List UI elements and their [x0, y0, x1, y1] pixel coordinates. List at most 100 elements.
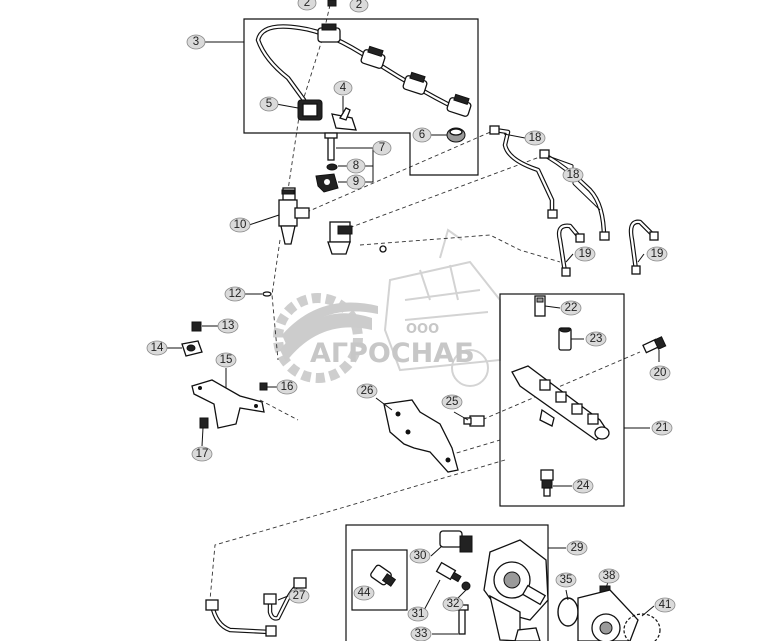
svg-text:29: 29: [571, 542, 584, 554]
svg-text:44: 44: [358, 587, 371, 599]
gear-cover-41: [577, 589, 661, 641]
watermark: ООО АГРОСНАБ: [273, 228, 501, 387]
svg-text:27: 27: [293, 590, 306, 602]
sleeve-23: [558, 327, 572, 351]
bracket-26: [383, 399, 459, 473]
bolt-13: [191, 321, 202, 332]
group-frames: [243, 18, 625, 641]
bolt-20: [642, 336, 667, 354]
pipe-nuts: [489, 125, 659, 277]
harness-connector-1: [317, 23, 341, 43]
callout-19a: 19: [574, 246, 596, 262]
callout-2a: 2: [297, 0, 317, 11]
svg-text:9: 9: [353, 176, 359, 188]
svg-text:22: 22: [565, 302, 578, 314]
frame-sensor-44: [351, 549, 408, 611]
seal-12: [262, 291, 272, 297]
callouts: 2 2 3 4 5 6 7 8 9 10 12 13 14 15 16 17 1…: [146, 0, 676, 641]
callout-18b: 18: [562, 167, 584, 183]
svg-text:19: 19: [651, 248, 664, 260]
o-ring-35: [557, 597, 579, 627]
watermark-prefix: ООО: [406, 322, 439, 337]
fuel-pump-29: [483, 539, 549, 641]
svg-text:5: 5: [266, 98, 272, 110]
temperature-sensor-31: [435, 561, 462, 583]
svg-text:10: 10: [234, 219, 247, 231]
callout-13: 13: [217, 318, 239, 334]
callout-14: 14: [146, 340, 168, 356]
clip-14: [181, 340, 203, 357]
small-fitting: [379, 245, 387, 253]
callout-35: 35: [555, 572, 577, 588]
injector-wiring-harness: [255, 23, 472, 117]
callout-7: 7: [372, 140, 392, 156]
callout-27: 27: [288, 588, 310, 604]
svg-text:35: 35: [560, 574, 573, 586]
frame-injector-harness: [243, 18, 479, 176]
svg-text:12: 12: [229, 288, 242, 300]
callout-18a: 18: [524, 130, 546, 146]
bolt-16: [259, 382, 268, 391]
svg-text:41: 41: [659, 599, 672, 611]
callout-16: 16: [276, 379, 298, 395]
connector-plug-5: [297, 99, 323, 121]
callout-23: 23: [585, 331, 607, 347]
svg-text:30: 30: [414, 550, 427, 562]
svg-text:25: 25: [446, 396, 459, 408]
callout-22: 22: [560, 300, 582, 316]
callout-32: 32: [442, 596, 464, 612]
callout-21: 21: [651, 420, 673, 436]
svg-text:18: 18: [529, 132, 542, 144]
svg-text:4: 4: [340, 82, 347, 94]
pressure-valve-22: [534, 295, 546, 317]
callout-44: 44: [353, 585, 375, 601]
svg-text:21: 21: [656, 422, 669, 434]
frame-pump: [345, 524, 549, 641]
callout-31: 31: [407, 606, 429, 622]
svg-text:7: 7: [379, 142, 385, 154]
svg-text:20: 20: [654, 367, 667, 379]
harness-clip-4: [331, 107, 357, 131]
svg-text:31: 31: [412, 608, 425, 620]
svg-text:32: 32: [447, 598, 460, 610]
metering-valve-30: [439, 530, 473, 553]
screw-2: [327, 0, 337, 7]
assembly-lines: [209, 4, 641, 601]
grommet-6: [446, 127, 466, 143]
svg-text:2: 2: [304, 0, 310, 9]
svg-text:15: 15: [220, 354, 233, 366]
callout-19b: 19: [646, 246, 668, 262]
svg-text:3: 3: [193, 36, 199, 48]
svg-text:24: 24: [577, 480, 590, 492]
callout-38: 38: [598, 568, 620, 584]
svg-text:23: 23: [590, 333, 603, 345]
callout-6: 6: [412, 127, 432, 143]
pressure-sensor-24: [540, 469, 554, 497]
callout-26: 26: [356, 383, 378, 399]
bracket-bottom: [514, 627, 541, 641]
clamp-9: [315, 173, 339, 193]
callout-33: 33: [410, 626, 432, 641]
callout-30: 30: [409, 548, 431, 564]
high-pressure-pipes: [489, 125, 659, 277]
watermark-brand: АГРОСНАБ: [310, 338, 475, 369]
callout-29: 29: [566, 540, 588, 556]
callout-5: 5: [259, 96, 279, 112]
harness-connector-4: [446, 93, 472, 117]
nut-17: [199, 417, 209, 429]
svg-text:26: 26: [361, 385, 374, 397]
bracket-15: [191, 379, 265, 429]
bolt-25: [463, 415, 485, 427]
sensor-44: [370, 564, 397, 587]
harness-connector-3: [402, 71, 428, 95]
callout-12: 12: [224, 286, 246, 302]
callout-4: 4: [333, 80, 353, 96]
svg-text:16: 16: [281, 381, 294, 393]
svg-text:2: 2: [356, 0, 362, 11]
callout-9: 9: [346, 174, 366, 190]
gear-logo-icon: [273, 293, 378, 383]
callout-2b: 2: [349, 0, 369, 13]
callout-24: 24: [572, 478, 594, 494]
callout-41: 41: [654, 597, 676, 613]
